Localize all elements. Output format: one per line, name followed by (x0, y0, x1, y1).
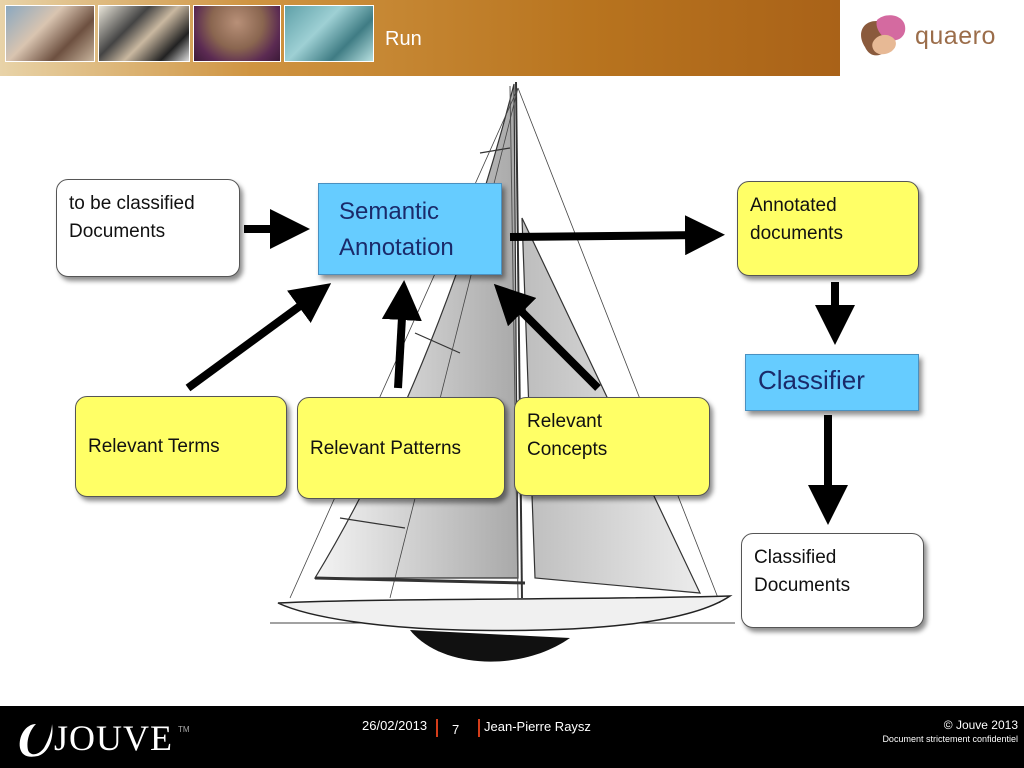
classifier-box: Classifier (745, 354, 919, 411)
footer-confidential: Document strictement confidentiel (882, 734, 1018, 744)
relevant-terms-box: Relevant Terms (75, 396, 287, 497)
footer-copyright: © Jouve 2013 (943, 718, 1018, 732)
relevant-patterns-box: Relevant Patterns (297, 397, 505, 499)
quaero-logo-text: quaero (915, 22, 996, 50)
footer-author: Jean-Pierre Raysz (484, 719, 591, 734)
relevant-concepts-box: Relevant Concepts (514, 397, 710, 496)
photo-people-icon (98, 5, 190, 62)
jouve-mark-icon (19, 724, 53, 757)
jouve-brand: JOUVE (54, 718, 173, 758)
footer-separator (436, 719, 438, 737)
photo-eye-icon (193, 5, 281, 62)
photo-office-icon (284, 5, 374, 62)
photo-woman-icon (5, 5, 95, 62)
footer-page-number: 7 (452, 722, 460, 737)
input-documents-box: to be classified Documents (56, 179, 240, 277)
annotated-documents-box: Annotated documents (737, 181, 919, 276)
semantic-annotation-box: Semantic Annotation (318, 183, 502, 275)
footer-separator (478, 719, 480, 737)
classified-documents-box: Classified Documents (741, 533, 924, 628)
quaero-logo-icon (861, 15, 906, 56)
footer-date: 26/02/2013 (362, 718, 428, 733)
slide-title: Run (385, 28, 422, 50)
footer-bar (0, 706, 1024, 768)
diagram-arrows (185, 209, 855, 525)
brand-tm: TM (178, 725, 190, 734)
